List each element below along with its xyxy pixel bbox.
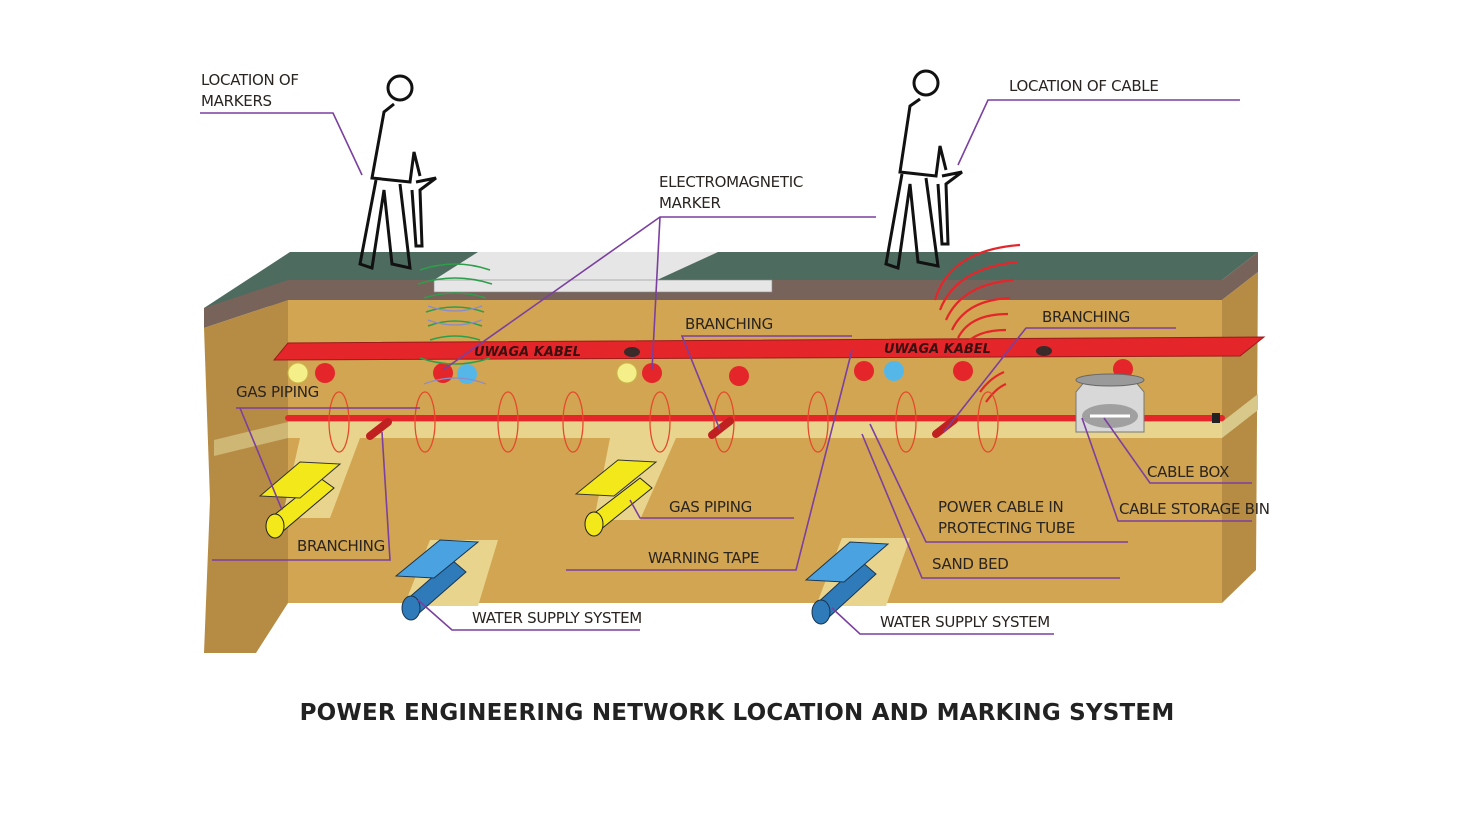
marker-red <box>642 363 662 383</box>
soil-right-side <box>1222 272 1258 603</box>
tape-text-1: UWAGA KABEL <box>474 345 581 360</box>
label-branching-center: BRANCHING <box>685 315 773 333</box>
label-gas-piping-left: GAS PIPING <box>236 383 319 401</box>
marker-blue <box>457 364 477 384</box>
marker-yellow <box>287 362 309 384</box>
label-branching-left: BRANCHING <box>297 537 385 555</box>
label-sand-bed: SAND BED <box>932 555 1009 573</box>
label-warning-tape: WARNING TAPE <box>648 549 759 567</box>
gas-pipe-2 <box>574 459 658 537</box>
cable-box <box>1075 373 1220 433</box>
label-cable-storage-bin: CABLE STORAGE BIN <box>1119 500 1270 518</box>
marker-red <box>729 366 749 386</box>
sand-bed <box>288 422 1222 438</box>
label-water-supply-right: WATER SUPPLY SYSTEM <box>880 613 1050 631</box>
label-branching-right: BRANCHING <box>1042 308 1130 326</box>
label-location-of-markers-2: MARKERS <box>201 92 272 110</box>
label-power-cable-2: PROTECTING TUBE <box>938 519 1075 537</box>
label-power-cable-1: POWER CABLE IN <box>938 498 1063 516</box>
label-em-marker-2: MARKER <box>659 194 721 212</box>
diagram-title: POWER ENGINEERING NETWORK LOCATION AND M… <box>300 700 1175 726</box>
person-cable-locator <box>884 69 963 270</box>
paving-slabs <box>434 252 718 280</box>
label-cable-box: CABLE BOX <box>1147 463 1229 481</box>
label-em-marker-1: ELECTROMAGNETIC <box>659 173 803 191</box>
label-water-supply-left: WATER SUPPLY SYSTEM <box>472 609 642 627</box>
cable-signal-waves <box>933 243 1021 403</box>
marker-red <box>953 361 973 381</box>
gas-pipe-1 <box>258 461 342 539</box>
label-location-of-markers-1: LOCATION OF <box>201 71 299 89</box>
marker-signal-waves <box>417 263 493 365</box>
label-location-of-cable: LOCATION OF CABLE <box>1009 77 1159 95</box>
marker-blue <box>884 361 904 381</box>
marker-yellow <box>616 362 638 384</box>
person-marker-locator <box>358 74 437 270</box>
soil-left-side <box>204 300 288 653</box>
water-pipe-2 <box>804 541 890 625</box>
leader-lines <box>200 99 1252 635</box>
tape-text-2: UWAGA KABEL <box>884 342 991 357</box>
cable-detection-rings <box>328 391 999 453</box>
electromagnetic-markers <box>287 359 1133 386</box>
marker-red <box>315 363 335 383</box>
warning-tape <box>272 336 1266 361</box>
label-gas-piping-center: GAS PIPING <box>669 498 752 516</box>
marker-red <box>854 361 874 381</box>
